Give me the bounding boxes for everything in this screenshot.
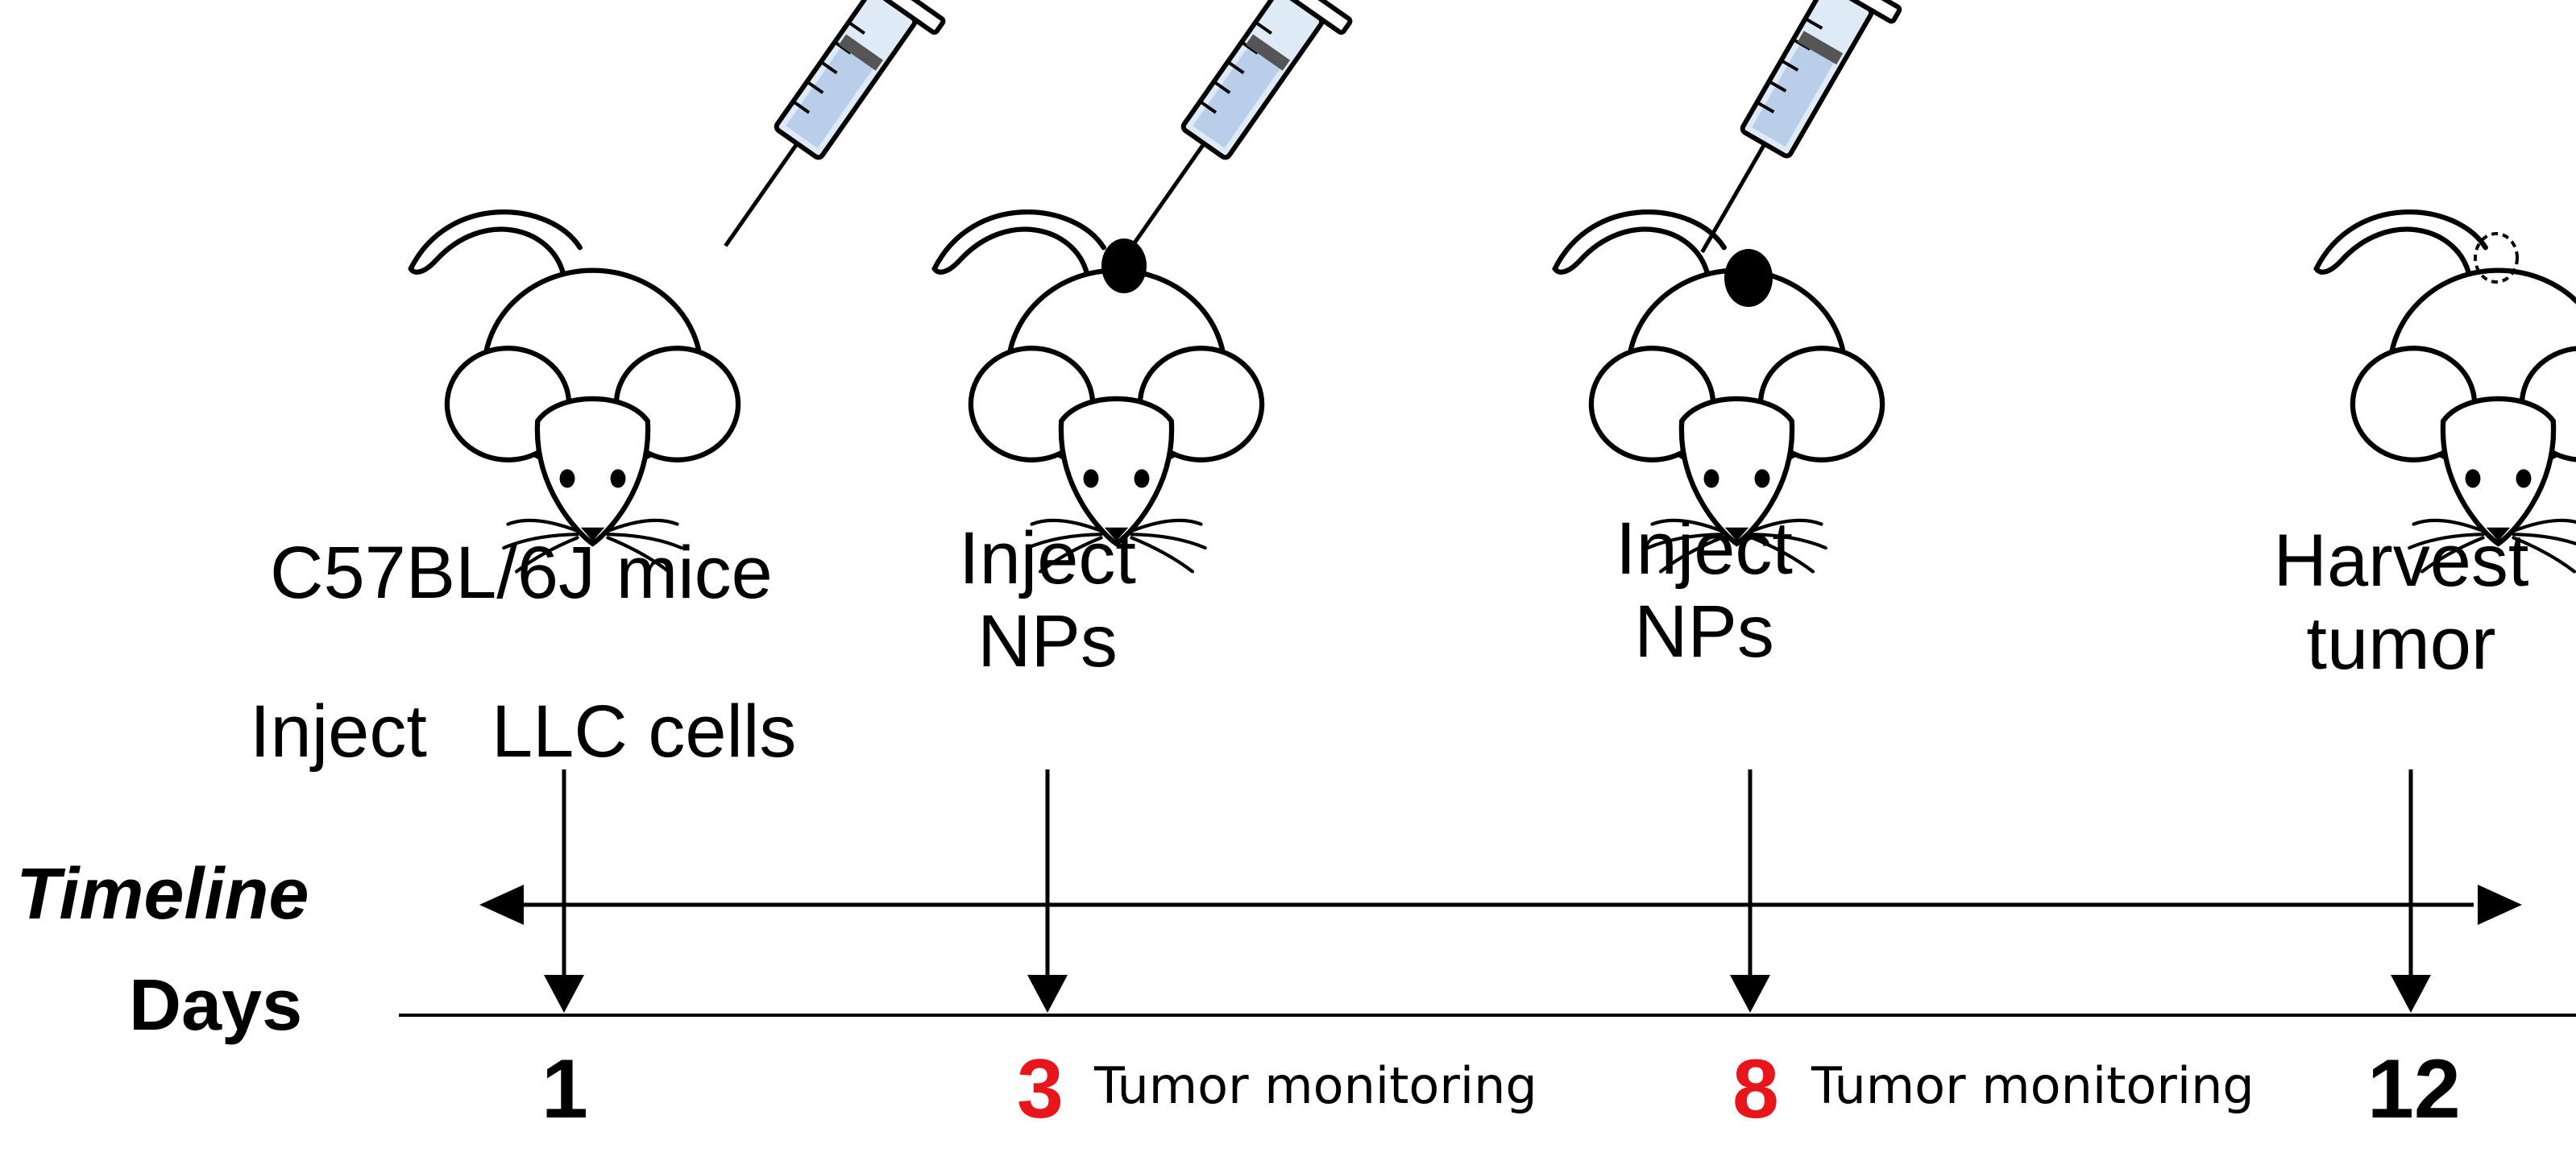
inject-nps-label-1: Inject NPs [902, 517, 1193, 683]
strain-label: C57BL/6J mice [270, 532, 773, 614]
event-arrow-day1 [544, 769, 584, 1013]
day-1: 1 [541, 1043, 588, 1136]
event-arrow-day8 [1730, 769, 1770, 1013]
timeline-label: Timeline [16, 854, 309, 935]
mouse-icon [411, 212, 738, 571]
harvest-line2: tumor [2306, 603, 2496, 686]
llc-cells-label: LLC cells [492, 690, 797, 773]
inject-label: Inject [250, 690, 427, 773]
event-arrow-day3 [1027, 769, 1068, 1013]
tumor-icon [1101, 238, 1147, 293]
tumor-monitoring-note-1: Tumor monitoring [1094, 1056, 1537, 1115]
tumor-icon [2474, 232, 2519, 284]
inject-nps-2-line2: NPs [1634, 591, 1774, 674]
day-12: 12 [2367, 1043, 2461, 1136]
day-3: 3 [1017, 1043, 1064, 1136]
days-label: Days [129, 965, 303, 1046]
inject-nps-2-line1: Inject [1616, 508, 1793, 590]
tumor-monitoring-note-2: Tumor monitoring [1811, 1056, 2255, 1115]
day-8: 8 [1732, 1043, 1779, 1136]
timeline-arrow [479, 885, 2522, 925]
harvest-line1: Harvest [2273, 520, 2529, 602]
tumor-icon [1724, 249, 1773, 307]
syringe-icon [685, 0, 986, 275]
syringe-icon [1092, 0, 1393, 275]
syringe-icon [1659, 0, 1937, 277]
inject-nps-label-2: Inject NPs [1559, 508, 1849, 674]
harvest-tumor-label: Harvest tumor [2240, 520, 2562, 686]
inject-nps-1-line1: Inject [959, 517, 1136, 599]
mouse-icon [2317, 212, 2576, 571]
event-arrow-day12 [2391, 769, 2431, 1013]
inject-nps-1-line2: NPs [977, 600, 1118, 683]
